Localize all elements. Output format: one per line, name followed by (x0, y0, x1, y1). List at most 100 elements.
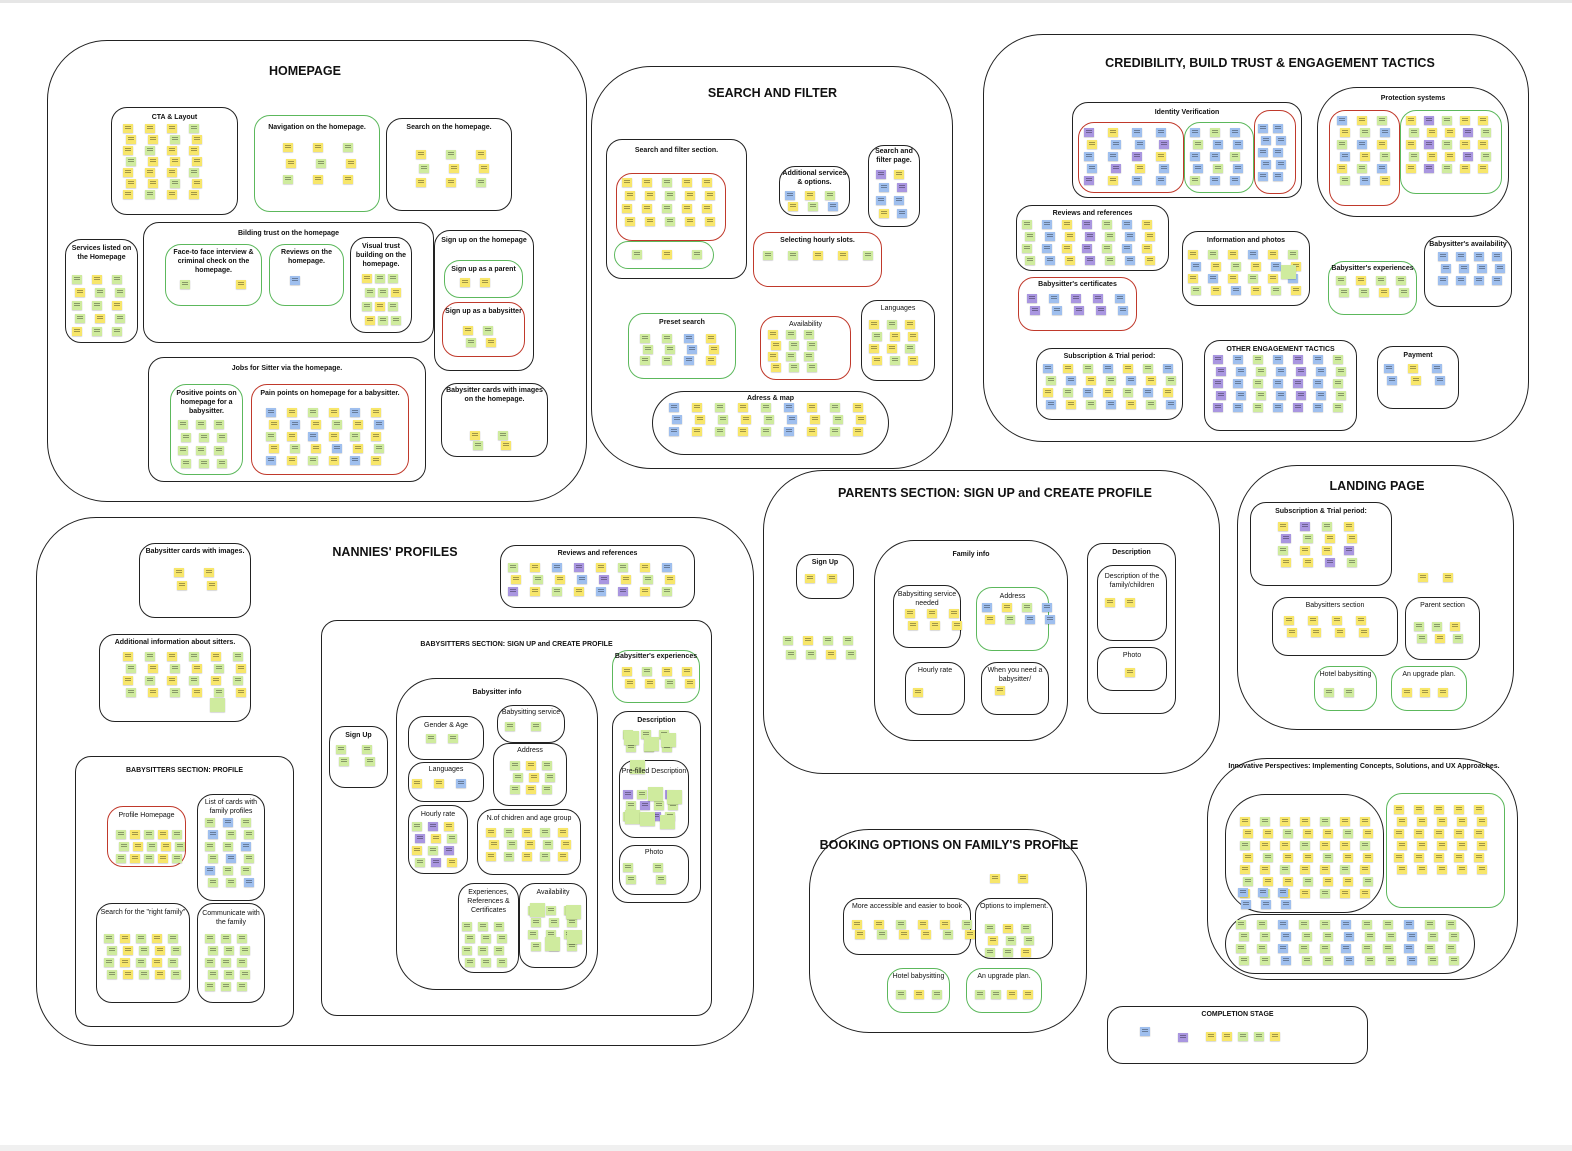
sticky-note[interactable] (486, 338, 496, 347)
sticky-note[interactable] (1111, 140, 1121, 149)
sticky-note[interactable] (175, 842, 185, 851)
sticky-note[interactable] (540, 828, 550, 837)
sticky-note[interactable] (1454, 853, 1464, 862)
sticky-note[interactable] (237, 934, 247, 943)
sticky-note[interactable] (1428, 956, 1438, 965)
sticky-note[interactable] (522, 852, 532, 861)
sticky-note[interactable] (139, 946, 149, 955)
sticky-note[interactable] (555, 575, 565, 584)
sticky-note[interactable] (244, 854, 254, 863)
prefilled-box[interactable] (619, 760, 689, 838)
sticky-note[interactable] (1278, 920, 1288, 929)
sticky-note[interactable] (1478, 116, 1488, 125)
sticky-note[interactable] (785, 191, 795, 200)
sticky-note[interactable] (167, 168, 177, 177)
sticky-note[interactable] (1074, 306, 1084, 315)
sticky-note[interactable] (771, 341, 781, 350)
sticky-note[interactable] (181, 433, 191, 442)
sticky-note[interactable] (1258, 148, 1268, 157)
sticky-note[interactable] (226, 878, 236, 887)
sticky-note[interactable] (626, 875, 636, 884)
sticky-note[interactable] (1260, 956, 1270, 965)
sticky-note[interactable] (1271, 262, 1281, 271)
sticky-note[interactable] (1356, 276, 1366, 285)
hourly-par-box[interactable] (905, 662, 965, 715)
sticky-note[interactable] (715, 403, 725, 412)
sticky-note[interactable] (1347, 558, 1357, 567)
sticky-note[interactable] (139, 970, 149, 979)
sticky-note[interactable] (843, 636, 853, 645)
availability-nan-box[interactable] (519, 883, 587, 968)
sticky-note[interactable] (1435, 634, 1445, 643)
sticky-note[interactable] (1438, 688, 1448, 697)
sticky-note[interactable] (178, 446, 188, 455)
sticky-note[interactable] (478, 946, 488, 955)
sticky-note[interactable] (1281, 558, 1291, 567)
sticky-note[interactable] (1178, 1033, 1188, 1042)
sticky-note[interactable] (172, 854, 182, 863)
sticky-note[interactable] (1336, 276, 1346, 285)
sticky-note[interactable] (1340, 128, 1350, 137)
sticky-note[interactable] (1122, 244, 1132, 253)
sticky-note[interactable] (622, 178, 632, 187)
sticky-note[interactable] (365, 316, 375, 325)
sticky-note[interactable] (1254, 1032, 1264, 1041)
sticky-note[interactable] (1263, 877, 1273, 886)
hourly-slots-box[interactable] (753, 232, 882, 287)
sticky-note[interactable] (72, 275, 82, 284)
sticky-note[interactable] (1344, 546, 1354, 555)
sticky-note[interactable] (804, 352, 814, 361)
sticky-note[interactable] (908, 332, 918, 341)
sticky-note[interactable] (804, 330, 814, 339)
sticky-note[interactable] (1126, 400, 1136, 409)
sticky-note[interactable] (640, 563, 650, 572)
sticky-note[interactable] (350, 456, 360, 465)
sticky-note[interactable] (874, 920, 884, 929)
sticky-note[interactable] (528, 930, 538, 939)
sticky-note[interactable] (470, 431, 480, 440)
sticky-note[interactable] (1442, 140, 1452, 149)
sticky-note[interactable] (1106, 376, 1116, 385)
sticky-note[interactable] (266, 408, 276, 417)
sticky-note[interactable] (1379, 288, 1389, 297)
sticky-note[interactable] (214, 446, 224, 455)
sticky-note[interactable] (1273, 355, 1283, 364)
sticky-note[interactable] (426, 734, 436, 743)
sticky-note[interactable] (1281, 900, 1291, 909)
sticky-note[interactable] (1210, 128, 1220, 137)
sticky-note[interactable] (269, 420, 279, 429)
sticky-note[interactable] (460, 278, 470, 287)
sticky-note[interactable] (1359, 288, 1369, 297)
sticky-note[interactable] (1340, 176, 1350, 185)
sticky-note[interactable] (144, 830, 154, 839)
booking-frame[interactable] (809, 829, 1087, 1033)
sticky-note[interactable] (1302, 932, 1312, 941)
sticky-note[interactable] (543, 840, 553, 849)
sticky-note[interactable] (1045, 615, 1055, 624)
sticky-note[interactable] (1316, 367, 1326, 376)
sticky-note[interactable] (1006, 936, 1016, 945)
sticky-note[interactable] (838, 251, 848, 260)
sticky-note[interactable] (1463, 128, 1473, 137)
sticky-note[interactable] (158, 854, 168, 863)
languages-sf-box[interactable] (861, 300, 935, 381)
sticky-note[interactable] (827, 574, 837, 583)
sticky-note[interactable] (651, 812, 661, 821)
sticky-note[interactable] (1357, 140, 1367, 149)
protection-green-box[interactable] (1400, 110, 1502, 194)
sticky-note[interactable] (702, 178, 712, 187)
sticky-note[interactable] (529, 773, 539, 782)
sticky-note[interactable] (622, 667, 632, 676)
sticky-note[interactable] (786, 330, 796, 339)
sticky-note[interactable] (1460, 116, 1470, 125)
sticky-note[interactable] (174, 568, 184, 577)
sticky-note[interactable] (1085, 256, 1095, 265)
sticky-note[interactable] (375, 302, 385, 311)
sticky-note[interactable] (1132, 128, 1142, 137)
sticky-note[interactable] (1320, 841, 1330, 850)
sticky-note[interactable] (1278, 546, 1288, 555)
sticky-note[interactable] (431, 858, 441, 867)
sticky-note[interactable] (205, 818, 215, 827)
sticky-note[interactable] (623, 790, 633, 799)
sticky-note[interactable] (662, 334, 672, 343)
